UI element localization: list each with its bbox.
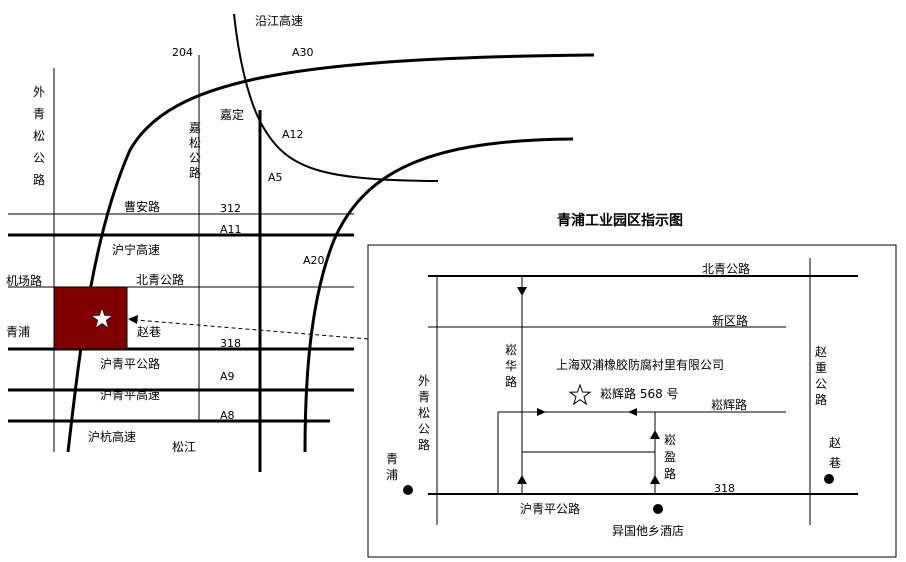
label-qingpu: 青浦: [6, 325, 30, 339]
inset-label-huqingping-road: 沪青平公路: [520, 501, 580, 516]
star-icon: [90, 307, 114, 329]
company-name: 上海双浦橡胶防腐衬里有限公司: [556, 357, 724, 372]
inset-label-zhaoxiang: 赵巷: [829, 436, 841, 470]
label-route-312: 312: [220, 202, 241, 215]
label-waiqingsong-road: 外青松公路: [33, 85, 45, 187]
star-outline-icon: [568, 383, 592, 406]
inset-label-waiqingsong-road: 外青松公路: [418, 374, 430, 452]
label-jiading: 嘉定: [220, 107, 244, 122]
inset-label-hotel: 异国他乡酒店: [612, 524, 684, 538]
arrow-up-icon: [650, 430, 660, 439]
inset-title: 青浦工业园区指示图: [557, 212, 683, 229]
industrial-park-block: [53, 286, 128, 350]
label-route-a5: A5: [268, 171, 283, 184]
label-route-a20: A20: [303, 254, 325, 267]
inset-frame: [367, 244, 897, 558]
label-caoan-road: 曹安路: [124, 199, 160, 214]
label-route-318: 318: [220, 337, 241, 350]
label-route-a11: A11: [220, 223, 242, 236]
arrow-up-icon: [517, 475, 527, 484]
inset-label-songying-road: 崧盈路: [664, 433, 676, 481]
pointer-arrow-icon: [128, 315, 138, 324]
label-songjiang: 松江: [172, 440, 196, 454]
inset-label-songhua-road: 崧华路: [505, 343, 517, 389]
label-jichang-road: 机场路: [6, 273, 42, 288]
inset-label-songhui-road: 崧辉路: [711, 397, 747, 412]
label-jiasong-road: 嘉松公路: [189, 121, 201, 180]
main-map: 沿江高速 204 A30 嘉定 A12 A5 曹安路 312 A11 沪宁高速 …: [6, 13, 595, 472]
pointer-dashed-line: [135, 319, 369, 340]
inset-map: 青浦工业园区指示图 北青公路 新区路 上海双浦橡胶防腐衬里有限公司 崧辉路 56…: [367, 212, 897, 558]
label-zhaoxiang: 赵巷: [137, 325, 161, 339]
location-dot-zhaoxiang: [824, 474, 834, 484]
label-route-a30: A30: [292, 46, 314, 59]
inset-label-beiqing-road: 北青公路: [702, 261, 750, 276]
arrow-down-icon: [517, 287, 527, 296]
location-dot-hotel: [653, 504, 663, 514]
label-huqingping-expressway: 沪青平高速: [100, 387, 160, 402]
label-huqingping-road: 沪青平公路: [100, 356, 160, 371]
arrow-up-icon: [650, 475, 660, 484]
inset-label-qingpu: 青浦: [386, 452, 398, 482]
label-huhang-expressway: 沪杭高速: [88, 429, 136, 444]
company-address: 崧辉路 568 号: [600, 386, 679, 401]
inset-label-zhaochong-road: 赵重公路: [815, 345, 827, 407]
road-yanjiang-expressway: [233, 13, 439, 182]
label-route-204: 204: [172, 46, 193, 59]
label-route-a8: A8: [220, 409, 235, 422]
label-route-a12: A12: [282, 128, 304, 141]
label-yanjiang-expressway: 沿江高速: [255, 13, 303, 28]
label-route-a9: A9: [220, 370, 235, 383]
arrow-right-icon: [537, 408, 546, 416]
arrow-left-icon: [628, 408, 637, 416]
inset-label-318: 318: [714, 482, 735, 495]
label-beiqing-road: 北青公路: [136, 272, 184, 287]
inset-label-xinqu-road: 新区路: [712, 313, 748, 328]
road-a20: [303, 137, 574, 453]
location-dot-qingpu: [403, 485, 413, 495]
label-huning-expressway: 沪宁高速: [112, 242, 160, 257]
